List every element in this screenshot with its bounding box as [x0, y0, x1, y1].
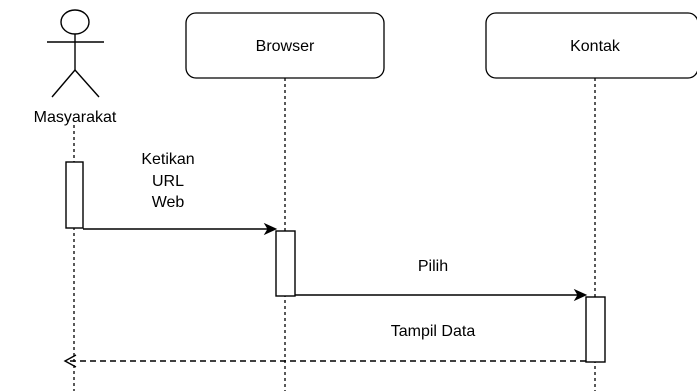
message-3-label: Tampil Data — [391, 323, 476, 340]
kontak-activation-bar — [585, 296, 606, 363]
actor-left-leg — [51, 69, 76, 98]
browser-activation-bar — [275, 230, 296, 297]
message-ketikan-url-web: Ketikan URL Web — [83, 151, 278, 236]
message-1-label-line-3: Web — [152, 194, 185, 211]
actor-right-leg — [74, 69, 100, 98]
participant-kontak: Kontak — [485, 12, 697, 79]
message-3-arrowhead — [63, 354, 77, 368]
actor-label: Masyarakat — [34, 109, 117, 126]
message-2-arrowhead — [573, 288, 588, 302]
actor-masyarakat — [47, 9, 104, 98]
kontak-label: Kontak — [570, 38, 621, 55]
actor-head — [60, 9, 90, 35]
message-1-arrowhead — [263, 222, 278, 236]
browser-box — [185, 12, 385, 79]
actor-activation-bar — [65, 161, 84, 229]
message-tampil-data: Tampil Data — [63, 323, 586, 368]
kontak-box — [485, 12, 697, 79]
message-1-label-line-2: URL — [152, 173, 184, 190]
message-pilih: Pilih — [295, 258, 588, 302]
browser-label: Browser — [256, 38, 315, 55]
participant-browser: Browser — [185, 12, 385, 79]
message-2-label: Pilih — [418, 258, 448, 275]
message-1-label-line-1: Ketikan — [141, 151, 194, 168]
